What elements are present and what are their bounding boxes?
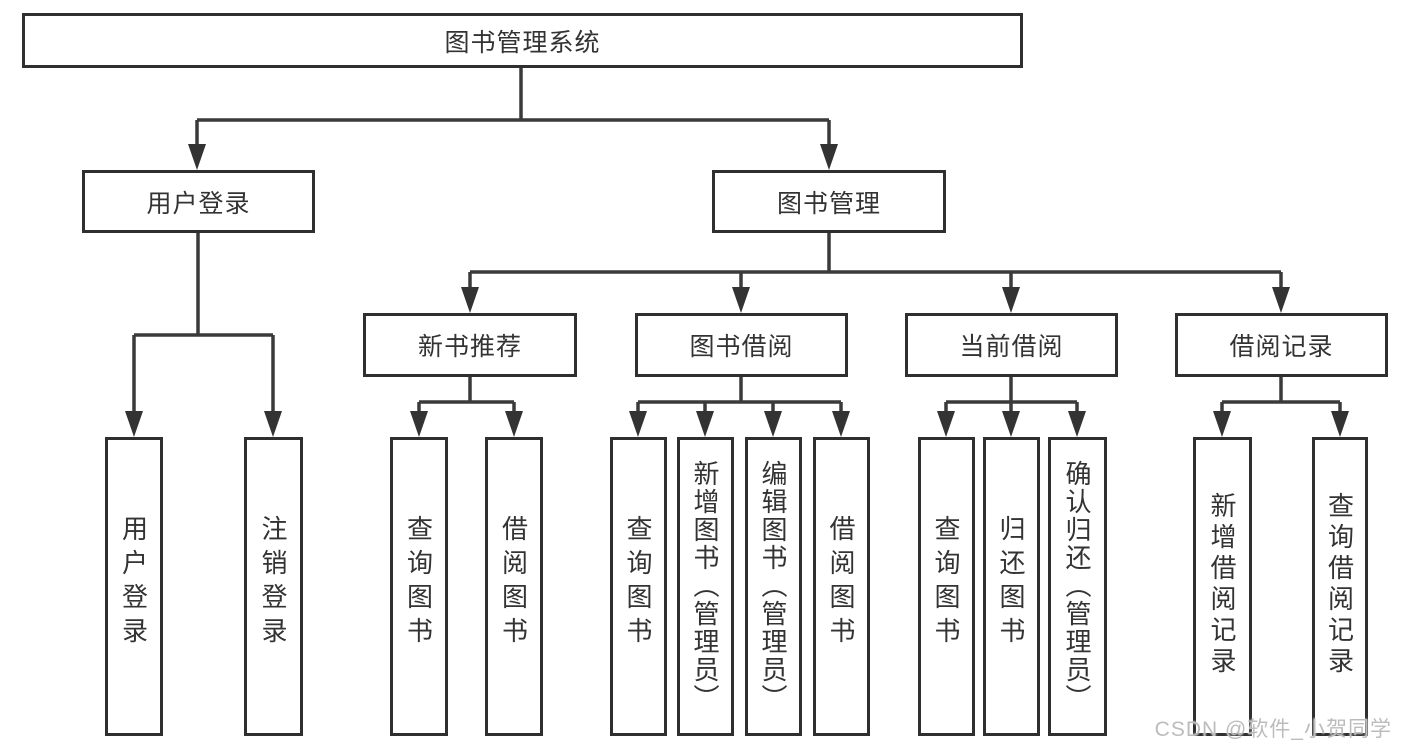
arrowhead-icon bbox=[188, 144, 206, 170]
node-label: 新增图书（管理员） bbox=[690, 459, 720, 712]
node-label: 编辑图书（管理员） bbox=[758, 459, 788, 712]
node-label: 用户登录 bbox=[146, 189, 251, 218]
arrowhead-icon bbox=[125, 411, 143, 437]
leaf-edit-books-admin: 编辑图书（管理员） bbox=[745, 437, 802, 736]
arrowhead-icon bbox=[937, 411, 955, 437]
leaf-borrow-books-1: 借阅图书 bbox=[485, 437, 543, 736]
leaf-add-books-admin: 新增图书（管理员） bbox=[677, 437, 734, 736]
node-label: 新增借阅记录 bbox=[1207, 491, 1237, 678]
tree-branch-lines bbox=[132, 68, 1342, 413]
arrowhead-icon bbox=[1068, 411, 1086, 437]
node-user-login: 用户登录 bbox=[82, 170, 315, 233]
arrowhead-icon bbox=[264, 411, 282, 437]
node-label: 借阅图书 bbox=[498, 514, 529, 651]
node-label: 查询图书 bbox=[403, 514, 434, 651]
leaf-user-login: 用户登录 bbox=[105, 437, 163, 736]
node-label: 查询借阅记录 bbox=[1324, 491, 1355, 678]
leaf-query-books-1: 查询图书 bbox=[390, 437, 448, 736]
arrowhead-icon bbox=[410, 411, 428, 437]
arrowhead-icon bbox=[696, 411, 714, 437]
arrowhead-icon bbox=[732, 287, 750, 313]
arrowhead-icon bbox=[832, 411, 850, 437]
leaf-borrow-books-2: 借阅图书 bbox=[813, 437, 870, 736]
node-label: 借阅图书 bbox=[826, 514, 856, 651]
node-root-system: 图书管理系统 bbox=[22, 13, 1023, 68]
node-book-borrow: 图书借阅 bbox=[635, 313, 848, 377]
node-new-book-recommend: 新书推荐 bbox=[363, 313, 577, 377]
arrowhead-icon bbox=[764, 411, 782, 437]
node-label: 图书管理系统 bbox=[444, 28, 601, 57]
leaf-query-books-3: 查询图书 bbox=[918, 437, 975, 736]
arrowhead-icon bbox=[1272, 287, 1290, 313]
node-book-management: 图书管理 bbox=[712, 170, 946, 233]
arrowhead-icon bbox=[505, 411, 523, 437]
csdn-watermark: CSDN @软件_小贺同学 bbox=[1154, 718, 1392, 741]
node-label: 用户登录 bbox=[118, 514, 149, 651]
arrowhead-icon bbox=[820, 144, 838, 170]
node-current-borrow: 当前借阅 bbox=[905, 313, 1118, 377]
node-label: 图书借阅 bbox=[689, 333, 794, 361]
node-label: 图书管理 bbox=[776, 189, 881, 218]
node-label: 归还图书 bbox=[996, 514, 1026, 651]
leaf-return-books: 归还图书 bbox=[983, 437, 1040, 736]
node-label: 确认归还（管理员） bbox=[1062, 459, 1092, 712]
arrowhead-icon bbox=[1002, 287, 1020, 313]
node-label: 注销登录 bbox=[258, 514, 288, 651]
arrowhead-icon bbox=[1213, 411, 1231, 437]
node-label: 当前借阅 bbox=[959, 333, 1064, 361]
leaf-confirm-return-admin: 确认归还（管理员） bbox=[1048, 437, 1107, 736]
arrowhead-icon bbox=[1331, 411, 1349, 437]
leaf-add-borrow-record: 新增借阅记录 bbox=[1193, 437, 1252, 736]
node-label: 新书推荐 bbox=[417, 333, 522, 361]
leaf-logout: 注销登录 bbox=[244, 437, 303, 736]
arrowhead-icon bbox=[461, 287, 479, 313]
leaf-query-books-2: 查询图书 bbox=[610, 437, 667, 736]
leaf-query-borrow-record: 查询借阅记录 bbox=[1312, 437, 1368, 736]
arrowhead-icon bbox=[1002, 411, 1020, 437]
node-label: 借阅记录 bbox=[1229, 333, 1334, 361]
node-borrow-records: 借阅记录 bbox=[1175, 313, 1388, 377]
arrowheads bbox=[125, 144, 1349, 437]
node-label: 查询图书 bbox=[623, 514, 653, 651]
arrowhead-icon bbox=[629, 411, 647, 437]
node-label: 查询图书 bbox=[931, 514, 961, 651]
